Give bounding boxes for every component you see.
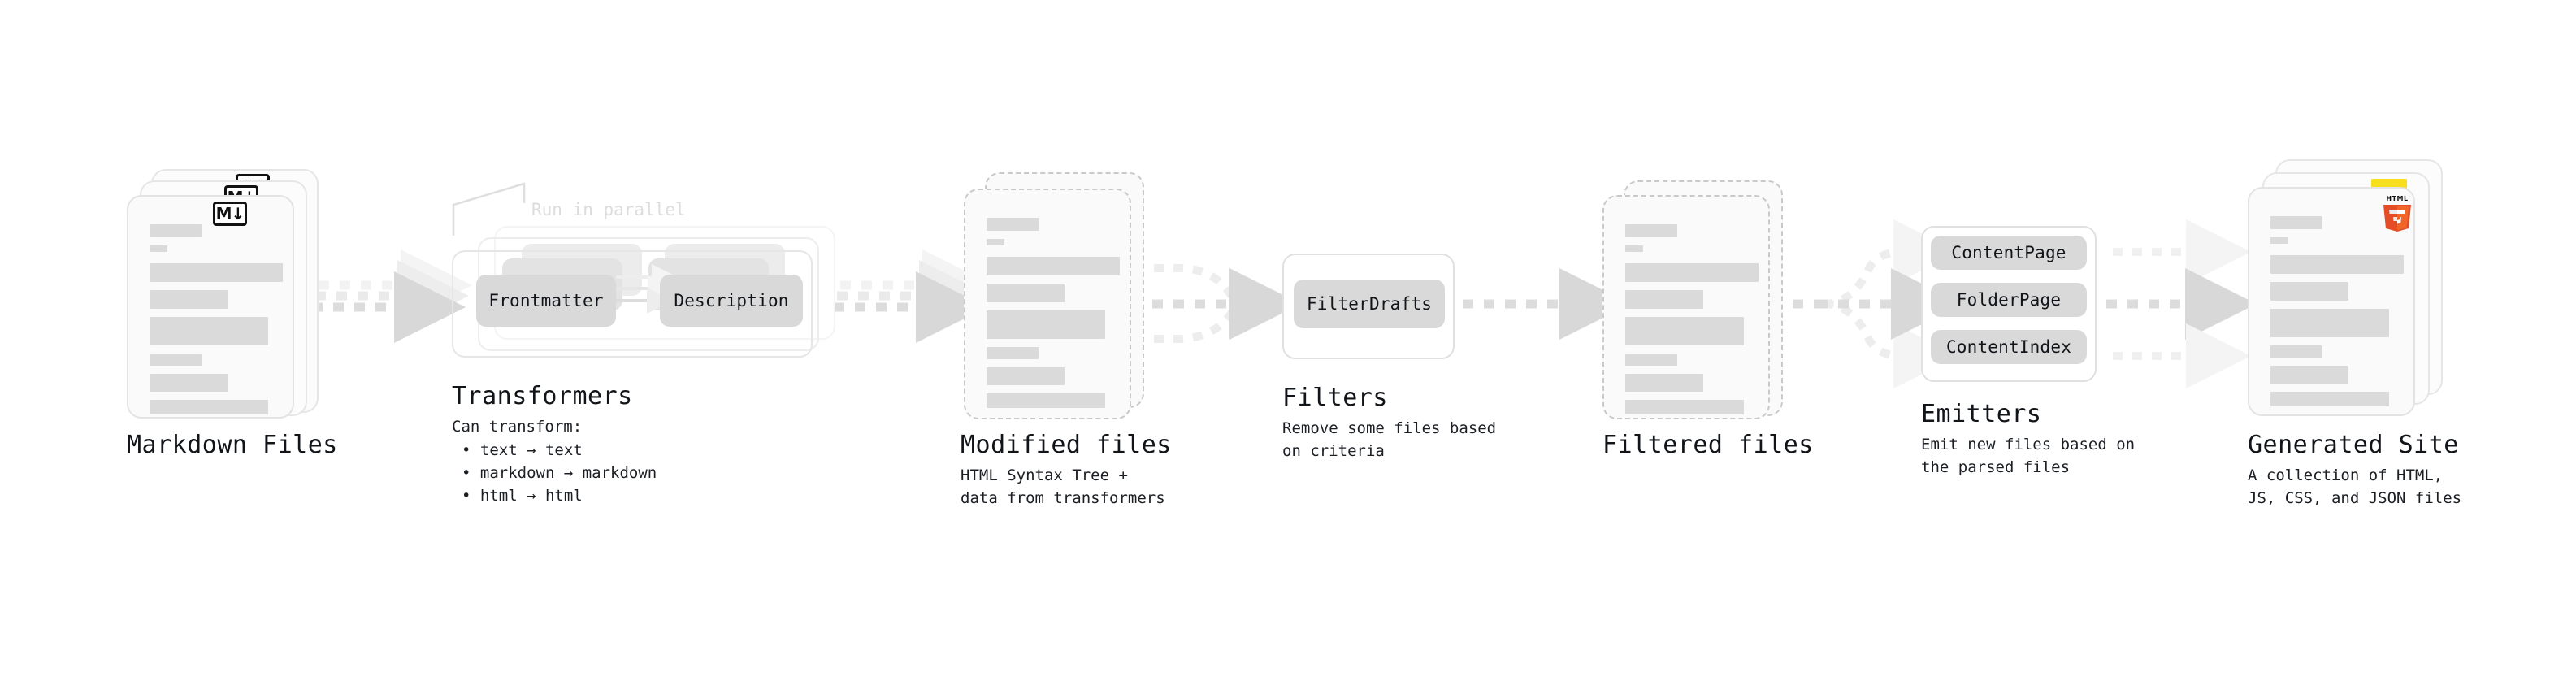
markdown-card-front — [127, 195, 294, 419]
transformer-bullet-0: • text → text — [462, 441, 583, 459]
stage-title-filtered-files: Filtered files — [1602, 431, 1814, 459]
markdown-icon-front: M↓ — [213, 202, 247, 226]
arrow-emitters-to-site — [2106, 219, 2257, 388]
stage-title-emitters: Emitters — [1921, 400, 2042, 428]
modified-skeleton — [965, 190, 1130, 418]
stage-desc-transformers: Can transform: — [452, 418, 583, 436]
emitter-node-folderpage[interactable]: FolderPage — [1931, 283, 2087, 317]
stage-desc-generated-site: A collection of HTML, JS, CSS, and JSON … — [2248, 466, 2462, 507]
stage-title-transformers: Transformers — [452, 382, 633, 410]
stage-title-filters: Filters — [1282, 384, 1388, 412]
markdown-skeleton — [128, 197, 293, 417]
modified-card-front — [964, 189, 1131, 419]
transformer-bullet-2: • html → html — [462, 487, 583, 505]
stage-title-modified-files: Modified files — [961, 431, 1172, 459]
emitter-node-contentpage[interactable]: ContentPage — [1931, 236, 2087, 270]
transformer-bullet-1: • markdown → markdown — [462, 464, 657, 482]
emitter-node-contentindex[interactable]: ContentIndex — [1931, 330, 2087, 364]
html5-icon: HTML — [2379, 193, 2415, 234]
arrow-transformers-to-modified — [834, 249, 994, 343]
site-skeleton — [2249, 189, 2413, 414]
stage-desc-filters: Remove some files based on criteria — [1282, 419, 1497, 460]
stage-title-generated-site: Generated Site — [2248, 431, 2459, 459]
svg-text:HTML: HTML — [2386, 195, 2408, 202]
run-in-parallel-label: Run in parallel — [531, 200, 686, 219]
arrow-modified-to-filters — [1131, 264, 1301, 343]
transformer-node-description[interactable]: Description — [660, 275, 803, 327]
stage-title-markdown-files: Markdown Files — [127, 431, 338, 459]
arrow-filtered-to-emitters — [1772, 219, 1962, 388]
arrow-markdown-to-transformers — [312, 249, 472, 343]
filter-node-filterdrafts[interactable]: FilterDrafts — [1294, 280, 1445, 328]
stage-desc-emitters: Emit new files based on the parsed files — [1921, 436, 2136, 476]
stage-desc-modified-files: HTML Syntax Tree + data from transformer… — [961, 466, 1165, 507]
filtered-card-front — [1602, 195, 1770, 419]
filtered-skeleton — [1604, 197, 1768, 418]
transformer-node-frontmatter[interactable]: Frontmatter — [476, 275, 616, 327]
transformer-group-front — [452, 250, 813, 358]
